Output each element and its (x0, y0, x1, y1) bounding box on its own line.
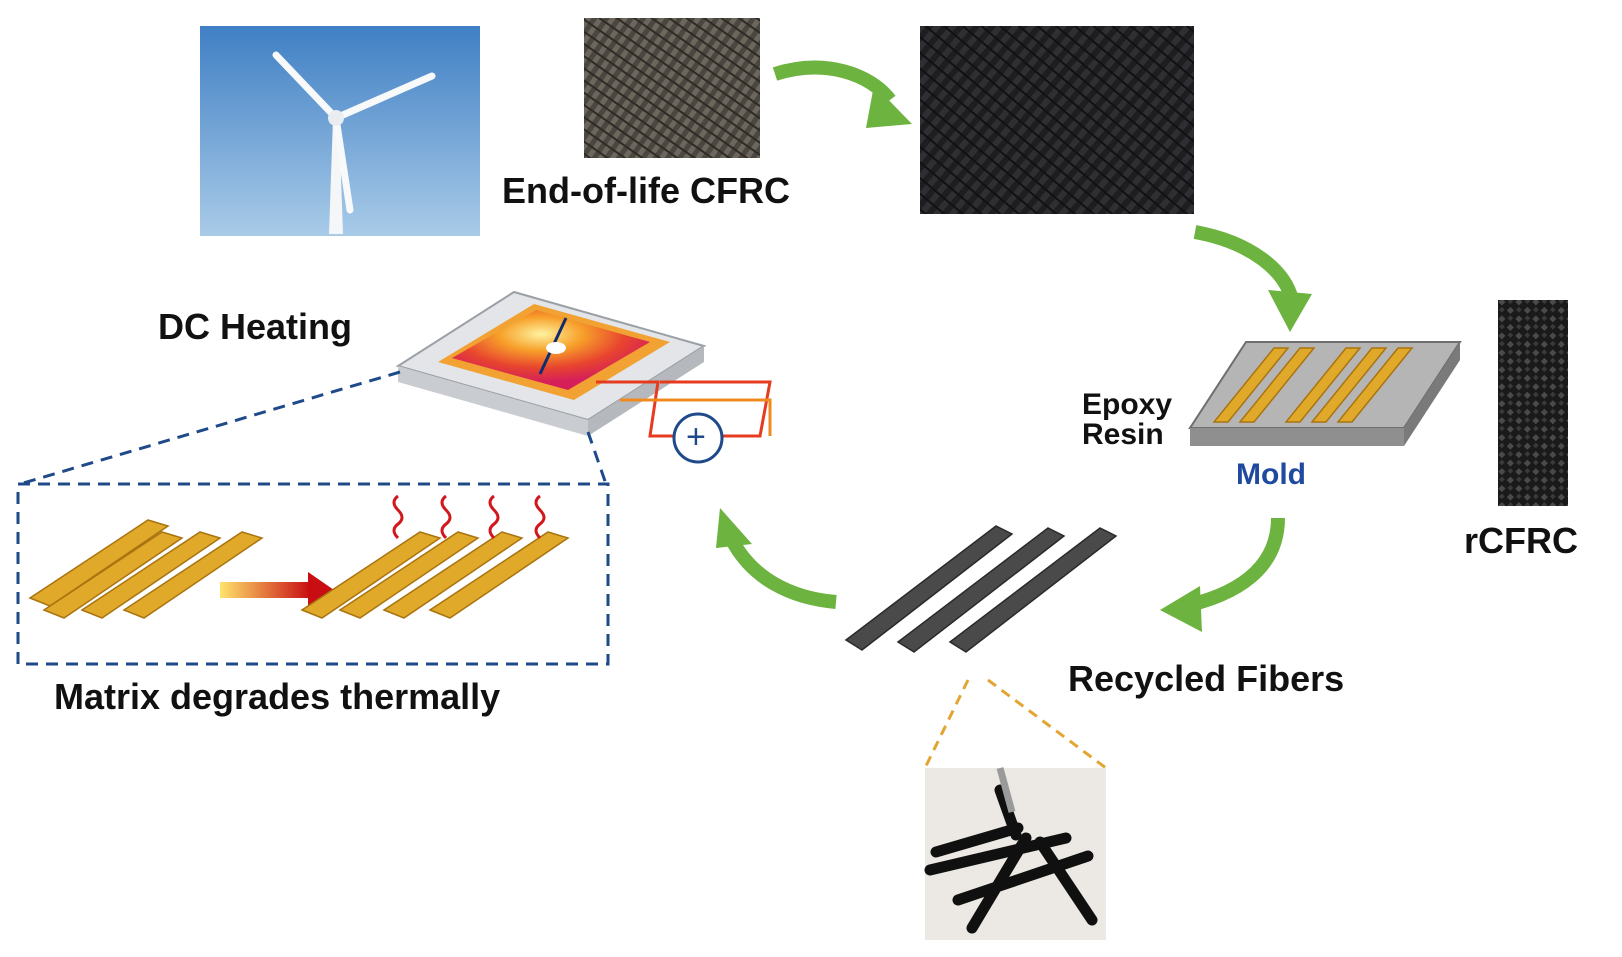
label-mold: Mold (1236, 458, 1306, 491)
green-arrows (725, 60, 1299, 612)
fibers-after (300, 531, 570, 619)
arrow-to-mold (1193, 225, 1299, 303)
recycled-fiber-strips (844, 525, 1118, 653)
fiber-photo (924, 767, 1106, 940)
heating-zoom-lines (16, 370, 610, 666)
label-rcfrc: rCFRC (1464, 520, 1578, 561)
arrowhead-2 (1268, 290, 1312, 332)
label-end-of-life-cfrc: End-of-life CFRC (502, 170, 790, 211)
mold-illustration (1188, 341, 1462, 446)
label-dc-heating: DC Heating (158, 306, 353, 347)
zoom-box (16, 482, 610, 666)
rcfrc-bar (1498, 300, 1568, 506)
fiber-zoom-lines (923, 678, 1107, 770)
arrow-to-sheet (772, 60, 896, 105)
fibers-before (28, 519, 264, 619)
label-epoxy: Epoxy (1082, 388, 1173, 421)
arrow-to-heating (725, 536, 837, 609)
power-source-icon (672, 412, 724, 464)
heat-arrow (220, 572, 334, 608)
arrow-heads (716, 85, 1312, 632)
arrowhead-3 (1160, 586, 1202, 632)
arrow-to-fibers (1188, 517, 1285, 612)
power-plus-sign: + (686, 418, 706, 456)
heat-waves (392, 494, 546, 540)
label-recycled-fibers: Recycled Fibers (1068, 658, 1345, 699)
label-matrix-degrades: Matrix degrades thermally (54, 676, 501, 717)
wind-turbine-photo (200, 26, 480, 236)
cfrc-sheet-large (920, 26, 1194, 214)
arrowhead-1 (866, 85, 912, 128)
arrowhead-4 (716, 508, 752, 548)
cfrc-swatch-small (584, 18, 760, 158)
label-resin: Resin (1082, 418, 1164, 451)
dc-heating-device (395, 290, 772, 438)
